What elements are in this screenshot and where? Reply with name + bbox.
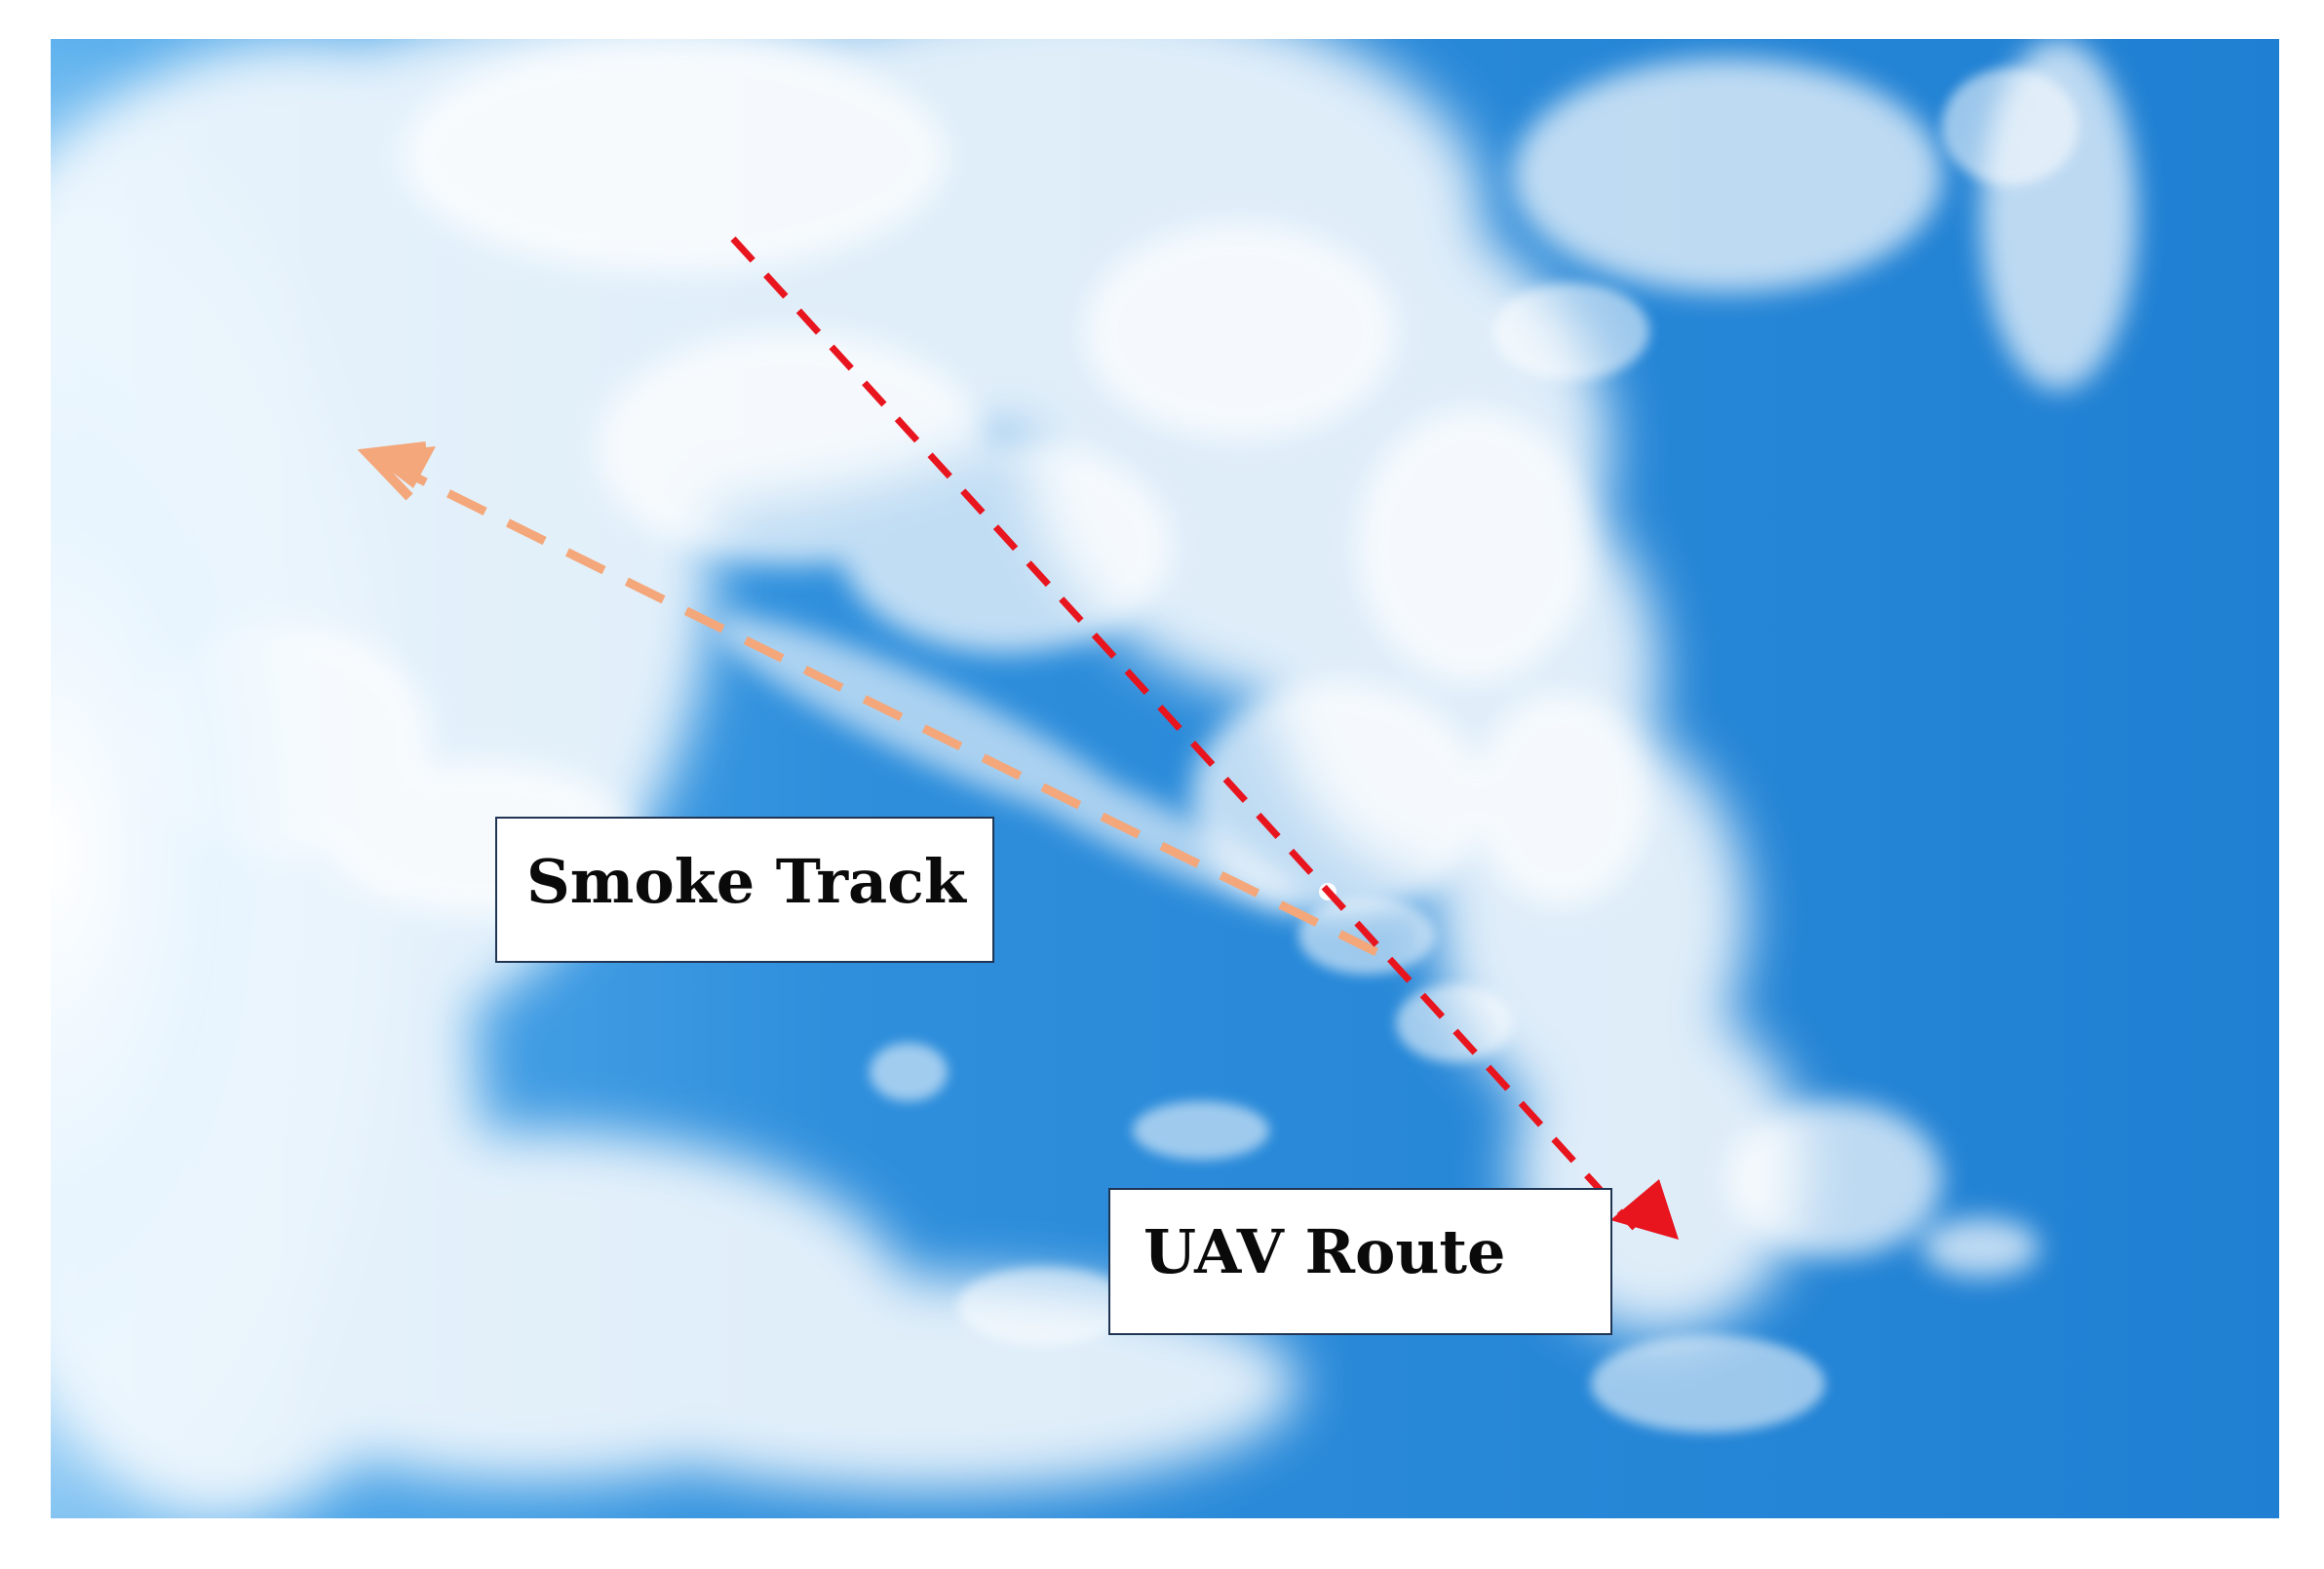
- smoke-track-arrow: [357, 441, 1378, 957]
- smoke-track-label: Smoke Track: [495, 817, 994, 963]
- sky-photo: [51, 39, 2279, 1518]
- uav-route-label: UAV Route: [1108, 1188, 1612, 1335]
- sun-glare: [51, 39, 733, 1518]
- sky-photo-canvas: [51, 39, 2279, 1518]
- smoke-track-label-text: Smoke Track: [526, 845, 966, 917]
- uav-route-label-text: UAV Route: [1143, 1216, 1506, 1287]
- uav-route-arrow: [730, 236, 1679, 1240]
